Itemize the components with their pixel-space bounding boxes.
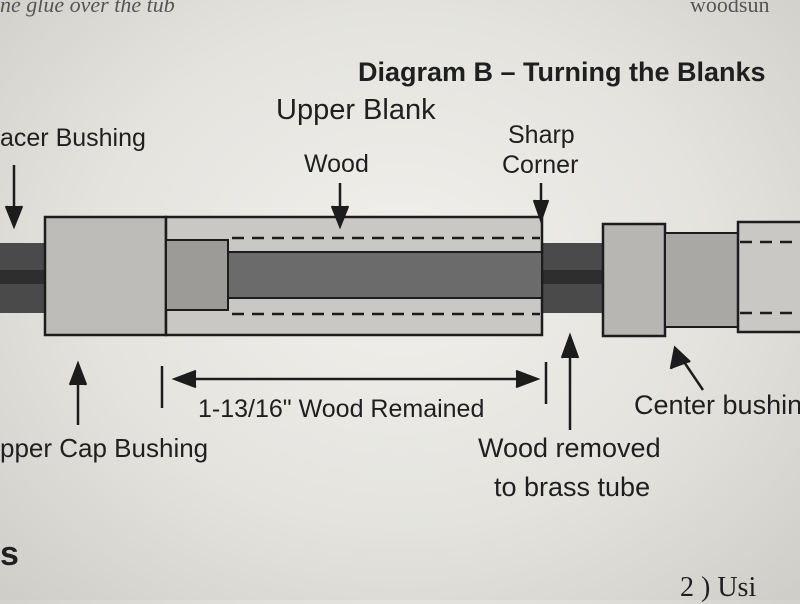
wood-arrow — [330, 183, 350, 230]
center-bushing-shape — [601, 222, 667, 338]
spacer-bushing-label: acer Bushing — [0, 124, 146, 152]
center-bushing-tenon — [664, 232, 743, 328]
center-bushing-label: Center bushin — [634, 390, 800, 420]
center-bushing-arrow — [669, 345, 705, 391]
bottom-body-fragment: 2 ) Usi — [680, 572, 757, 603]
wood-removed-label-line2: to brass tube — [494, 472, 651, 502]
wood-remained-label: 1-13/16" Wood Remained — [198, 395, 485, 423]
diagram-title: Diagram B – Turning the Blanks — [358, 57, 766, 87]
upper-cap-bushing-label: pper Cap Bushing — [0, 433, 209, 463]
sharp-corner-label-line1: Sharp — [508, 121, 575, 149]
top-text-fragment-left: ne glue over the tub — [0, 0, 175, 17]
bottom-heading-fragment: s — [0, 535, 19, 573]
upper-cap-bushing-arrow — [68, 360, 88, 425]
top-text-fragment-right: woodsun — [690, 0, 770, 17]
wood-removed-label-line1: Wood removed — [478, 433, 661, 463]
upper-blank-label: Upper Blank — [276, 94, 436, 126]
wood-removed-arrow — [560, 332, 580, 430]
spacer-bushing-arrow — [4, 165, 24, 230]
brass-tube-shape — [227, 251, 543, 299]
spacer-bushing-shape — [43, 215, 168, 337]
sharp-corner-arrow — [532, 183, 550, 224]
wood-label: Wood — [304, 150, 369, 178]
wood-remained-dimension — [160, 362, 548, 408]
sharp-corner-label-line2: Corner — [502, 151, 579, 179]
lower-blank-shape — [736, 220, 800, 334]
cap-tenon-shape — [165, 239, 229, 311]
